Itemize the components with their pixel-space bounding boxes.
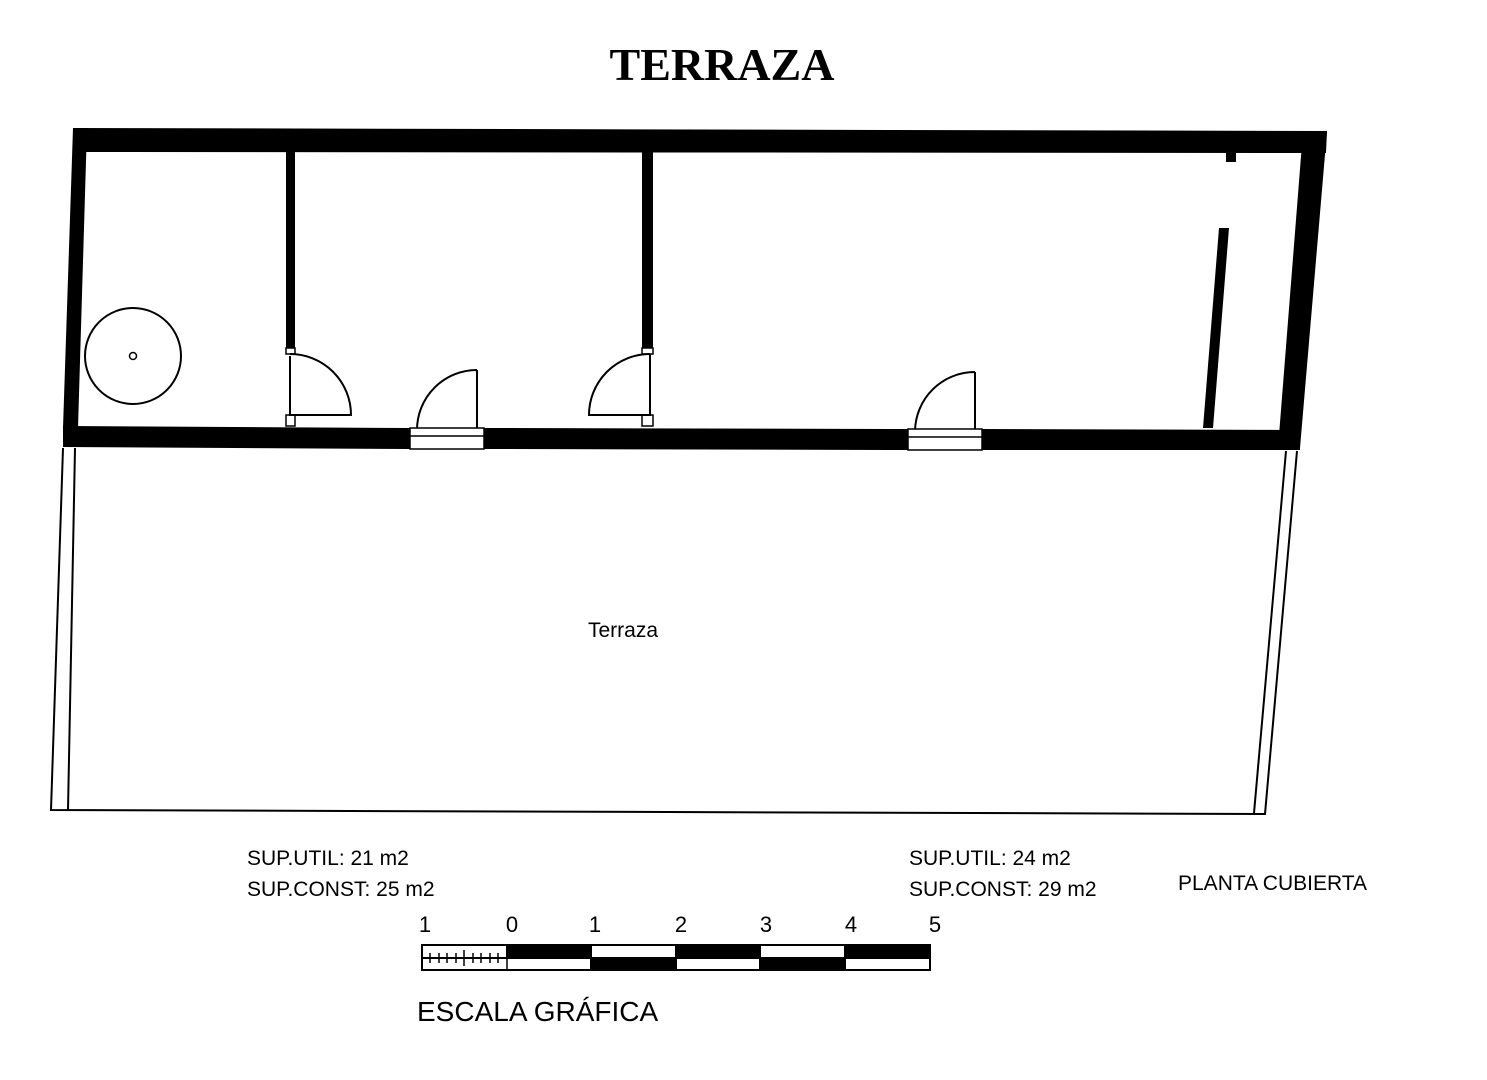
scale-tick: 1	[419, 912, 431, 937]
partition-2	[642, 152, 653, 348]
tank-symbol	[84, 307, 182, 405]
terrace-outline	[49, 447, 1298, 816]
scale-tick: 0	[506, 912, 518, 937]
scale-tick-labels: 1 0 1 2 3 4 5	[419, 912, 941, 937]
wall-bottom-2	[484, 428, 908, 450]
door-1	[289, 353, 353, 416]
wall-bottom-3	[982, 429, 1300, 450]
scale-label: ESCALA GRÁFICA	[417, 996, 659, 1027]
door-3	[587, 353, 651, 416]
scale-tick: 5	[929, 912, 941, 937]
door-2	[416, 369, 478, 431]
plan-name: PLANTA CUBIERTA	[1178, 872, 1367, 895]
scale-tick: 2	[675, 912, 687, 937]
terrace-label: Terraza	[588, 619, 658, 642]
scale-tick: 4	[845, 912, 857, 937]
wall-bottom-1	[63, 426, 410, 449]
scale-bar	[421, 944, 931, 971]
wall-right	[1278, 131, 1327, 448]
partition-1	[286, 152, 295, 348]
area-left-const: SUP.CONST: 25 m2	[247, 878, 435, 901]
building-walls	[63, 128, 1327, 450]
area-right-const: SUP.CONST: 29 m2	[909, 878, 1097, 901]
plan-title: TERRAZA	[610, 39, 835, 90]
wall-left	[63, 128, 87, 428]
area-left-util: SUP.UTIL: 21 m2	[247, 847, 409, 870]
scale-tick: 3	[760, 912, 772, 937]
wall-diagonal	[1203, 228, 1229, 428]
door-4	[914, 371, 976, 432]
doors	[289, 353, 976, 432]
wall-stub	[1226, 153, 1236, 162]
door-thresholds	[409, 427, 983, 451]
area-right-util: SUP.UTIL: 24 m2	[909, 847, 1071, 870]
wall-top	[73, 128, 1327, 153]
scale-tick: 1	[589, 912, 601, 937]
